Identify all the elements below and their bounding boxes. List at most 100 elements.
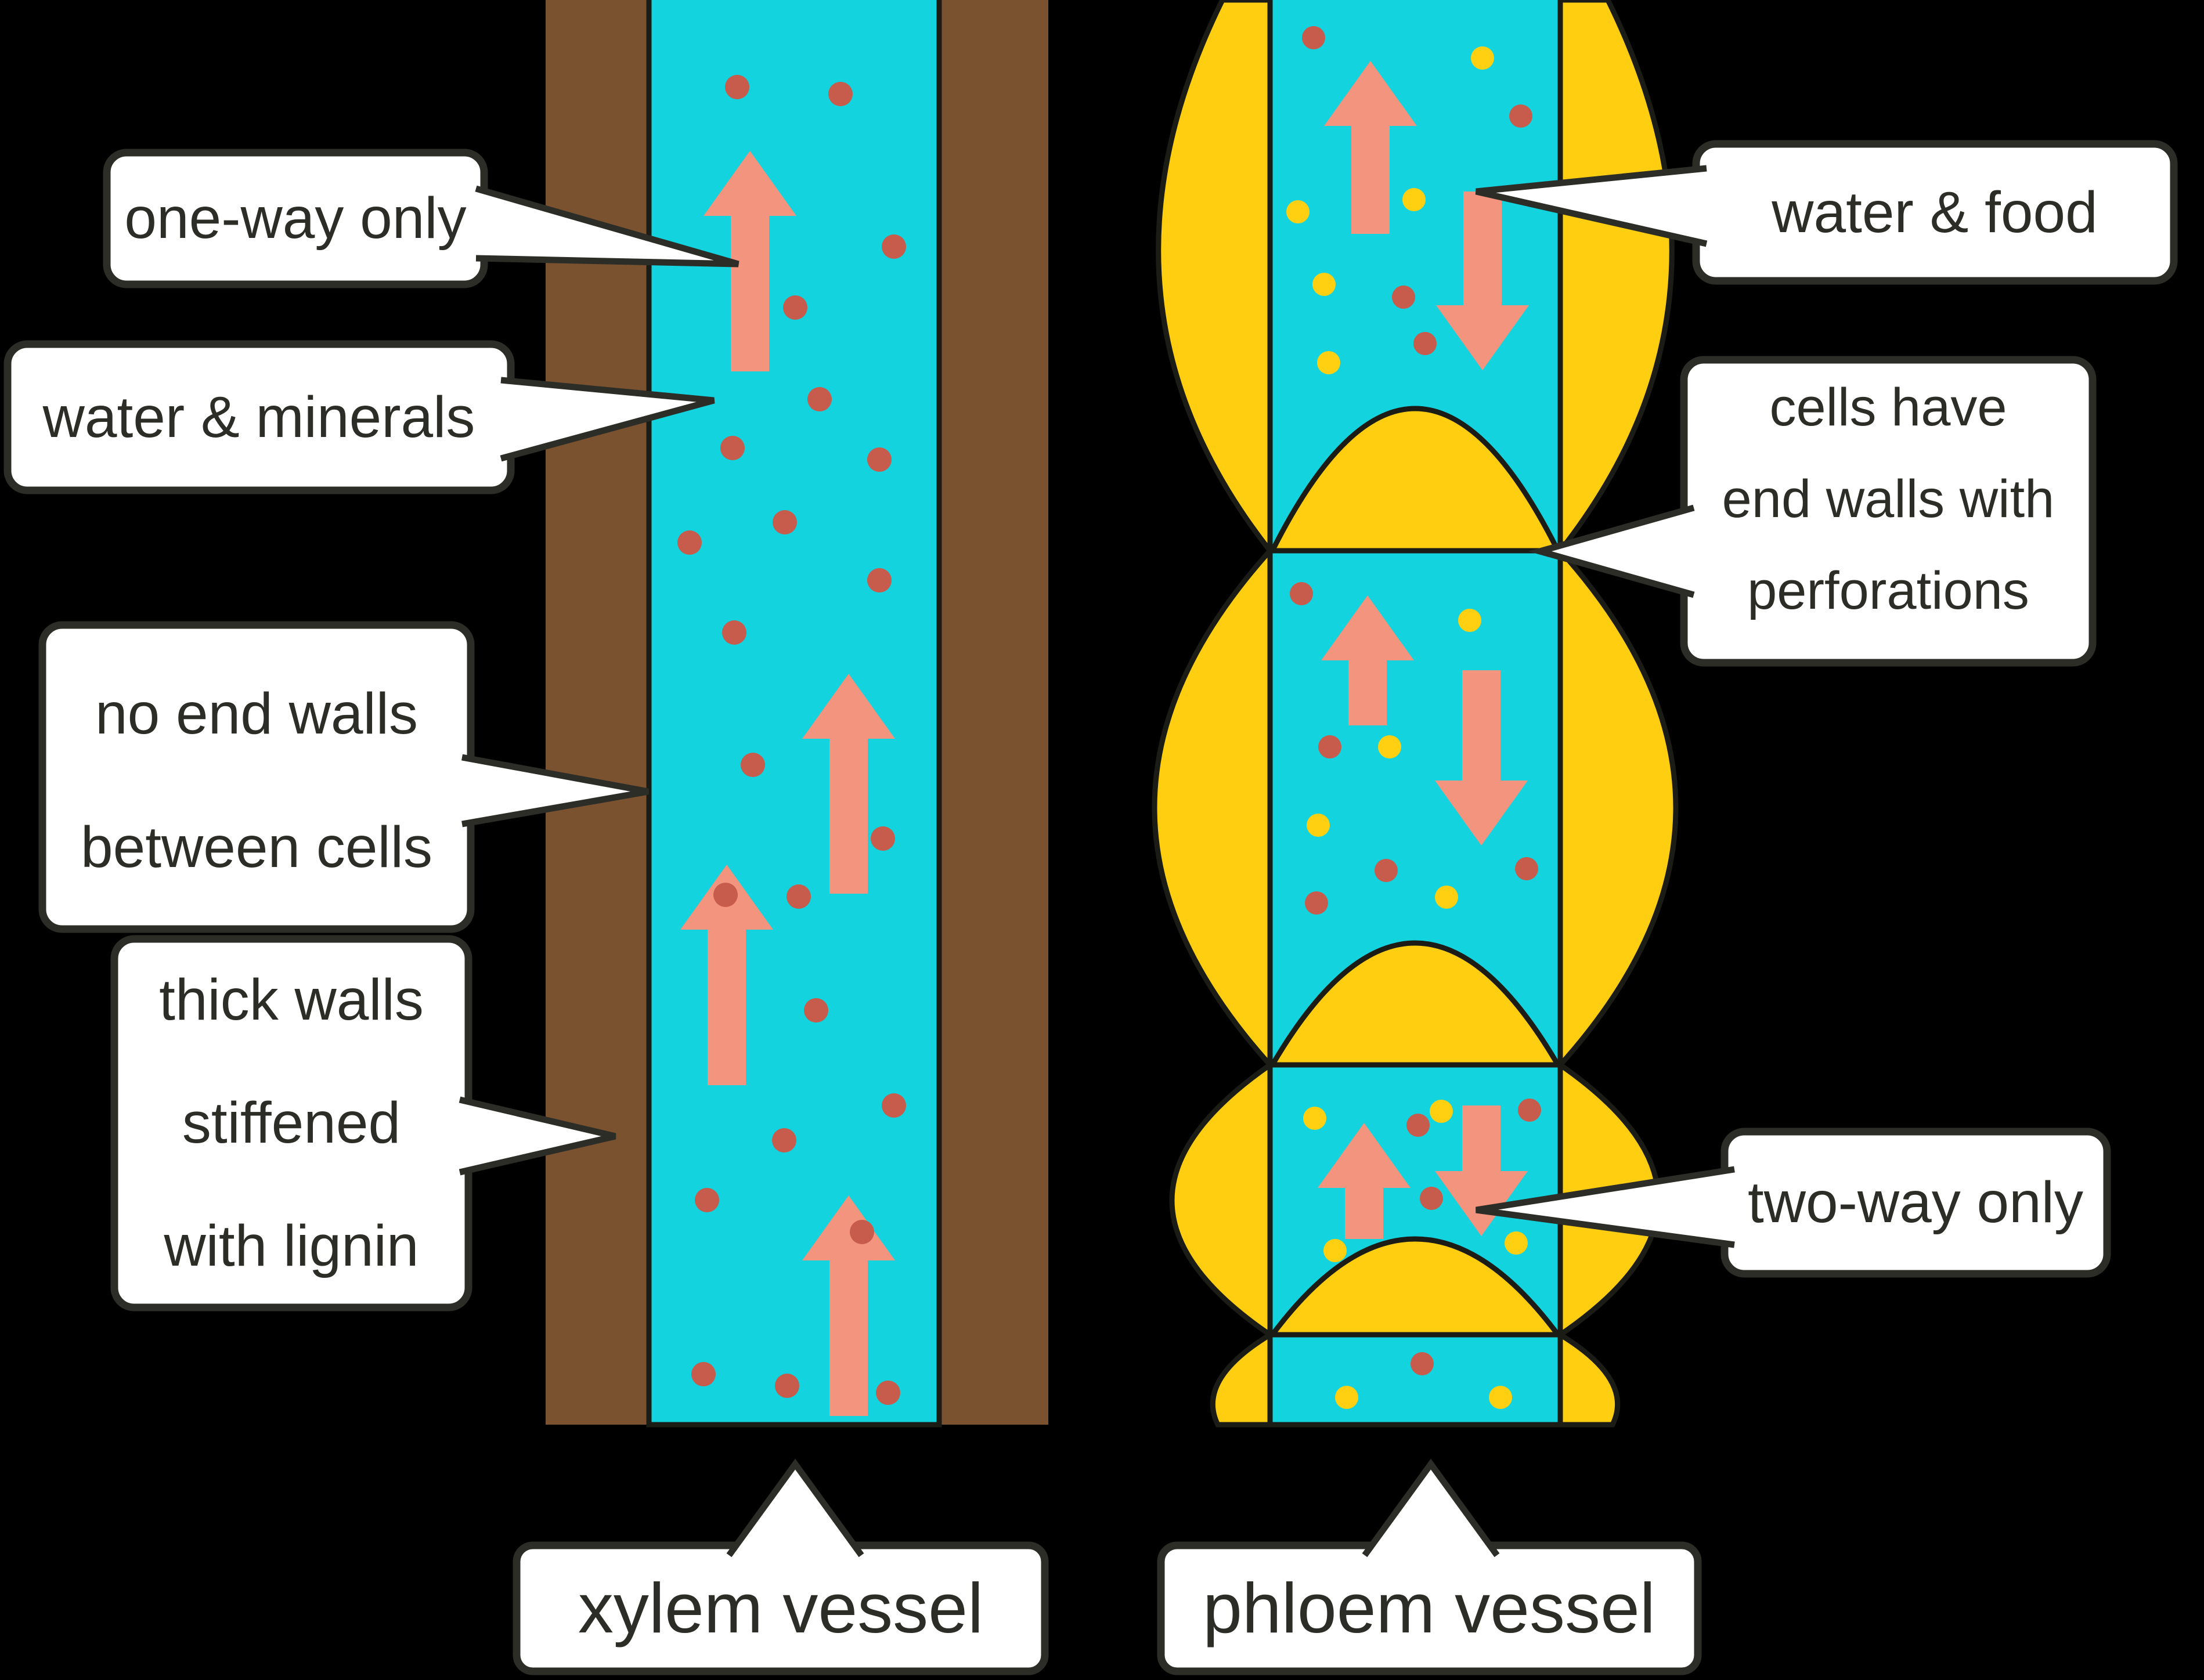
- mineral-dot: [695, 1188, 719, 1212]
- food-dot-yellow: [1335, 1386, 1358, 1409]
- sieve-plate-2: [1268, 940, 1563, 1068]
- mineral-dot: [677, 530, 702, 555]
- callout-label-line1: thick walls: [159, 967, 424, 1032]
- mineral-dot: [828, 82, 853, 106]
- callout-label-line1: cells have: [1769, 378, 2007, 437]
- title-pointer: [726, 1458, 864, 1558]
- food-dot-red: [1509, 104, 1532, 128]
- callout-one-way-only: one-way only: [103, 149, 740, 288]
- callout-label-line1: no end walls: [95, 681, 418, 746]
- phloem-vessel: [1152, 0, 1679, 1428]
- food-dot-red: [1290, 582, 1313, 605]
- food-dot-yellow: [1312, 273, 1336, 296]
- mineral-dot: [804, 998, 828, 1023]
- flow-arrow-up: [704, 151, 796, 371]
- food-dot-red: [1302, 26, 1325, 49]
- food-dot-yellow: [1307, 814, 1330, 837]
- callout-pointer: [475, 185, 740, 268]
- xylem-flow-arrows: [680, 151, 895, 1416]
- flow-arrow-down: [1436, 192, 1529, 370]
- title-text: phloem vessel: [1203, 1569, 1655, 1648]
- callout-pointer: [461, 754, 649, 828]
- food-dot-red: [1518, 1099, 1541, 1122]
- callout-pointer: [459, 1096, 616, 1176]
- food-dot-yellow: [1489, 1386, 1512, 1409]
- flow-arrow-up: [1321, 595, 1414, 725]
- callout-label-line2: stiffened: [182, 1090, 401, 1155]
- mineral-dot: [871, 826, 895, 851]
- callout-water-and-minerals: water & minerals: [3, 340, 715, 494]
- food-dot-yellow: [1317, 351, 1340, 374]
- food-dot-yellow: [1303, 1107, 1326, 1130]
- xylem-title-label: xylem vessel: [513, 1458, 1049, 1675]
- callout-end-walls-perforations: cells have end walls with perforations: [1528, 356, 2097, 667]
- mineral-dot: [772, 1128, 796, 1152]
- food-dot-red: [1392, 286, 1415, 309]
- food-dot-red: [1406, 1114, 1430, 1137]
- callout-label-line2: between cells: [81, 815, 432, 880]
- mineral-dot: [713, 883, 738, 907]
- callout-label: water & food: [1771, 180, 2097, 245]
- food-dot-yellow: [1435, 886, 1458, 909]
- title-pointer: [1362, 1458, 1500, 1558]
- mineral-dot: [876, 1381, 900, 1405]
- flow-arrow-up: [802, 674, 895, 894]
- callout-pointer: [500, 377, 715, 462]
- flow-arrow-up: [802, 1195, 895, 1416]
- mineral-dot: [807, 387, 832, 411]
- mineral-dot: [787, 884, 811, 909]
- phloem-title-label: phloem vessel: [1157, 1458, 1702, 1675]
- mineral-dot: [720, 436, 745, 460]
- flow-arrow-up: [1324, 61, 1417, 234]
- callout-no-end-walls: no end walls between cells: [38, 621, 649, 933]
- callout-label-line2: end walls with: [1722, 469, 2055, 529]
- food-dot-yellow: [1430, 1100, 1453, 1123]
- flow-arrow-up: [680, 865, 773, 1085]
- food-dot-yellow: [1378, 735, 1401, 758]
- food-dot-yellow: [1458, 609, 1481, 632]
- title-text: xylem vessel: [578, 1569, 983, 1648]
- mineral-dot: [882, 1093, 906, 1118]
- xylem-mineral-dots: [677, 75, 906, 1405]
- callout-label: two-way only: [1748, 1170, 2083, 1235]
- mineral-dot: [850, 1220, 874, 1244]
- sieve-plate-1: [1268, 406, 1563, 554]
- mineral-dot: [725, 75, 749, 99]
- callout-label: water & minerals: [42, 385, 475, 450]
- food-dot-red: [1375, 859, 1398, 882]
- mineral-dot: [867, 568, 892, 592]
- food-dot-red: [1305, 891, 1328, 915]
- food-dot-red: [1411, 1352, 1434, 1375]
- callout-label-line3: with lignin: [163, 1213, 419, 1278]
- food-dot-yellow: [1505, 1231, 1528, 1255]
- xylem-right-wall: [939, 0, 1048, 1425]
- callout-box: [38, 621, 475, 933]
- food-dot-yellow: [1471, 46, 1494, 70]
- callout-water-and-food: water & food: [1475, 140, 2178, 285]
- callout-pointer: [1476, 1166, 1735, 1248]
- mineral-dot: [783, 295, 807, 320]
- food-dot-yellow: [1286, 200, 1310, 223]
- flow-arrow-up: [1318, 1123, 1411, 1239]
- food-dot-red: [1515, 857, 1538, 880]
- xylem-vessel: [546, 0, 1048, 1428]
- food-dot-red: [1420, 1187, 1443, 1210]
- food-dot-yellow: [1402, 188, 1426, 211]
- callout-two-way-only: two-way only: [1476, 1128, 2111, 1278]
- mineral-dot: [691, 1362, 716, 1386]
- callout-label-line3: perforations: [1747, 561, 2029, 620]
- flow-arrow-down: [1435, 670, 1528, 846]
- mineral-dot: [882, 234, 906, 259]
- food-dot-red: [1413, 332, 1437, 355]
- mineral-dot: [773, 510, 797, 534]
- callout-pointer: [1528, 504, 1695, 598]
- callout-pointer: [1475, 165, 1708, 247]
- callout-thick-walls: thick walls stiffened with lignin: [110, 935, 616, 1312]
- phloem-food-dots: [1286, 26, 1541, 1409]
- mineral-dot: [722, 620, 746, 645]
- mineral-dot: [741, 753, 765, 777]
- mineral-dot: [867, 447, 892, 472]
- sieve-plate-3: [1267, 1236, 1563, 1338]
